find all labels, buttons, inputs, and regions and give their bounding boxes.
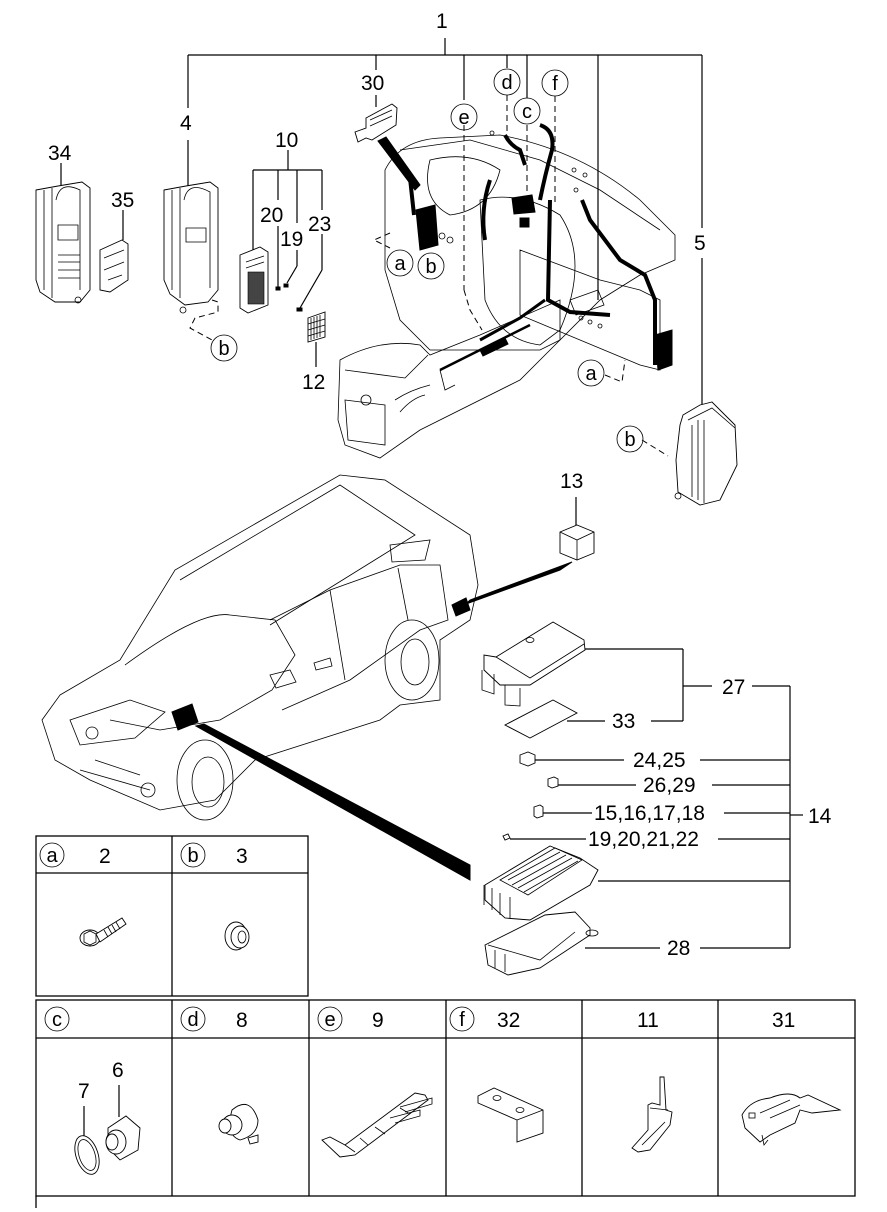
legend-part-8: 8 — [236, 1009, 248, 1032]
part-34-junction-box[interactable]: 34 — [35, 142, 91, 304]
callout-30: 30 — [361, 72, 384, 95]
legend-cell-31[interactable]: 31 — [741, 1009, 842, 1146]
fuse-20[interactable]: 20 — [260, 204, 283, 291]
bracket-icon-32 — [477, 1087, 544, 1143]
ref-e-top[interactable]: e — [450, 103, 478, 131]
legend-part-6: 6 — [112, 1059, 124, 1082]
part-13-relay[interactable]: 13 — [559, 470, 595, 561]
svg-text:e: e — [458, 107, 469, 129]
legend-part-31: 31 — [772, 1009, 795, 1032]
legend-part-3: 3 — [236, 845, 248, 868]
callout-10: 10 — [275, 129, 298, 152]
gasket-icon — [74, 1135, 100, 1175]
svg-text:b: b — [218, 338, 229, 360]
part-35-bracket[interactable]: 35 — [99, 189, 134, 293]
legend-cell-a[interactable]: a 2 — [39, 842, 127, 947]
legend-part-11: 11 — [637, 1009, 659, 1032]
fuse-19[interactable]: 19 — [280, 228, 303, 288]
part-12-label-plate[interactable]: 12 — [302, 311, 326, 394]
part-33-label[interactable]: 33 — [504, 699, 683, 739]
svg-text:b: b — [624, 429, 635, 451]
callout-19-22: 19,20,21,22 — [588, 828, 699, 851]
callout-13: 13 — [560, 470, 583, 493]
legend-cell-11[interactable]: 11 — [631, 1009, 673, 1153]
callout-27: 27 — [722, 676, 745, 699]
fuse-23[interactable]: 23 — [296, 213, 331, 312]
ref-f-top[interactable]: f — [541, 69, 569, 97]
callout-33: 33 — [612, 710, 635, 733]
part-30-connector[interactable]: 30 — [354, 72, 421, 191]
part-4-junction-box[interactable]: 4 — [163, 112, 219, 341]
svg-text:b: b — [187, 845, 198, 867]
legend-part-7: 7 — [78, 1080, 90, 1103]
grommet-icon-8 — [218, 1103, 259, 1145]
ref-c-top[interactable]: c — [513, 97, 541, 125]
relay-24-25[interactable]: 24,25 — [519, 749, 790, 772]
svg-text:c: c — [52, 1009, 62, 1031]
legend-table-row2 — [35, 999, 856, 1208]
callout-20: 20 — [260, 204, 283, 227]
fuse-19-22[interactable]: 19,20,21,22 — [502, 828, 790, 851]
legend-cell-f[interactable]: f 32 — [449, 1006, 544, 1143]
svg-text:a: a — [394, 253, 406, 275]
relay-26-29[interactable]: 26,29 — [547, 774, 790, 797]
bolt-icon — [79, 917, 127, 947]
part-28-lower-cover[interactable]: 28 — [484, 911, 790, 976]
grommet-icon-6 — [105, 1115, 141, 1161]
callout-19-upper: 19 — [280, 228, 303, 251]
part-27-cover[interactable]: 27 — [481, 621, 790, 721]
protector-icon — [321, 1092, 433, 1158]
svg-text:f: f — [459, 1009, 465, 1031]
svg-text:e: e — [324, 1009, 335, 1031]
bracket-icon-31 — [741, 1093, 842, 1146]
bracket-icon-11 — [631, 1076, 673, 1153]
callout-4: 4 — [180, 112, 192, 135]
harness-callout-tree: 1 — [187, 10, 703, 300]
vehicle-outline — [41, 474, 573, 881]
part-10-junction-block[interactable]: 10 — [239, 129, 323, 314]
svg-text:d: d — [501, 72, 512, 94]
part-14-fuse-box[interactable] — [483, 845, 790, 921]
legend-part-9: 9 — [372, 1009, 384, 1032]
svg-text:b: b — [425, 256, 436, 278]
legend-cell-c[interactable]: c 7 6 — [44, 1006, 141, 1177]
callout-23: 23 — [308, 213, 331, 236]
callout-5: 5 — [694, 232, 706, 255]
svg-text:d: d — [187, 1009, 198, 1031]
nut-icon — [224, 921, 250, 951]
part-5-junction-box[interactable]: 5 — [674, 232, 738, 506]
callout-26-29: 26,29 — [643, 774, 696, 797]
callout-24-25: 24,25 — [633, 749, 686, 772]
callout-34: 34 — [48, 142, 72, 165]
ref-a-dash-right[interactable]: a — [577, 359, 605, 387]
instrument-panel-harness[interactable] — [384, 123, 676, 371]
ref-b-left[interactable]: b — [210, 334, 238, 362]
reference-leaders — [372, 95, 669, 457]
callout-28: 28 — [667, 937, 690, 960]
svg-text:a: a — [585, 363, 597, 385]
svg-text:a: a — [46, 845, 58, 867]
svg-text:c: c — [522, 101, 532, 123]
callout-35: 35 — [111, 189, 134, 212]
ref-a-dash-left[interactable]: a — [386, 249, 414, 277]
legend-part-2: 2 — [99, 845, 111, 868]
engine-junction-callouts: 14 — [789, 686, 832, 948]
center-console — [337, 299, 561, 459]
legend-cell-d[interactable]: d 8 — [180, 1006, 259, 1145]
relay-15-18[interactable]: 15,16,17,18 — [533, 802, 790, 825]
callout-1[interactable]: 1 — [436, 10, 448, 33]
legend-table-row1 — [35, 835, 309, 997]
svg-text:f: f — [552, 73, 558, 95]
callout-12: 12 — [302, 371, 325, 394]
legend-cell-b[interactable]: b 3 — [180, 842, 250, 951]
legend-cell-e[interactable]: e 9 — [317, 1006, 433, 1158]
callout-15-18: 15,16,17,18 — [594, 802, 705, 825]
callout-14[interactable]: 14 — [808, 805, 832, 828]
ref-d-top[interactable]: d — [493, 68, 521, 96]
ref-b-dash-left[interactable]: b — [417, 252, 445, 280]
legend-part-32: 32 — [497, 1009, 520, 1032]
ref-b-right[interactable]: b — [616, 425, 644, 453]
